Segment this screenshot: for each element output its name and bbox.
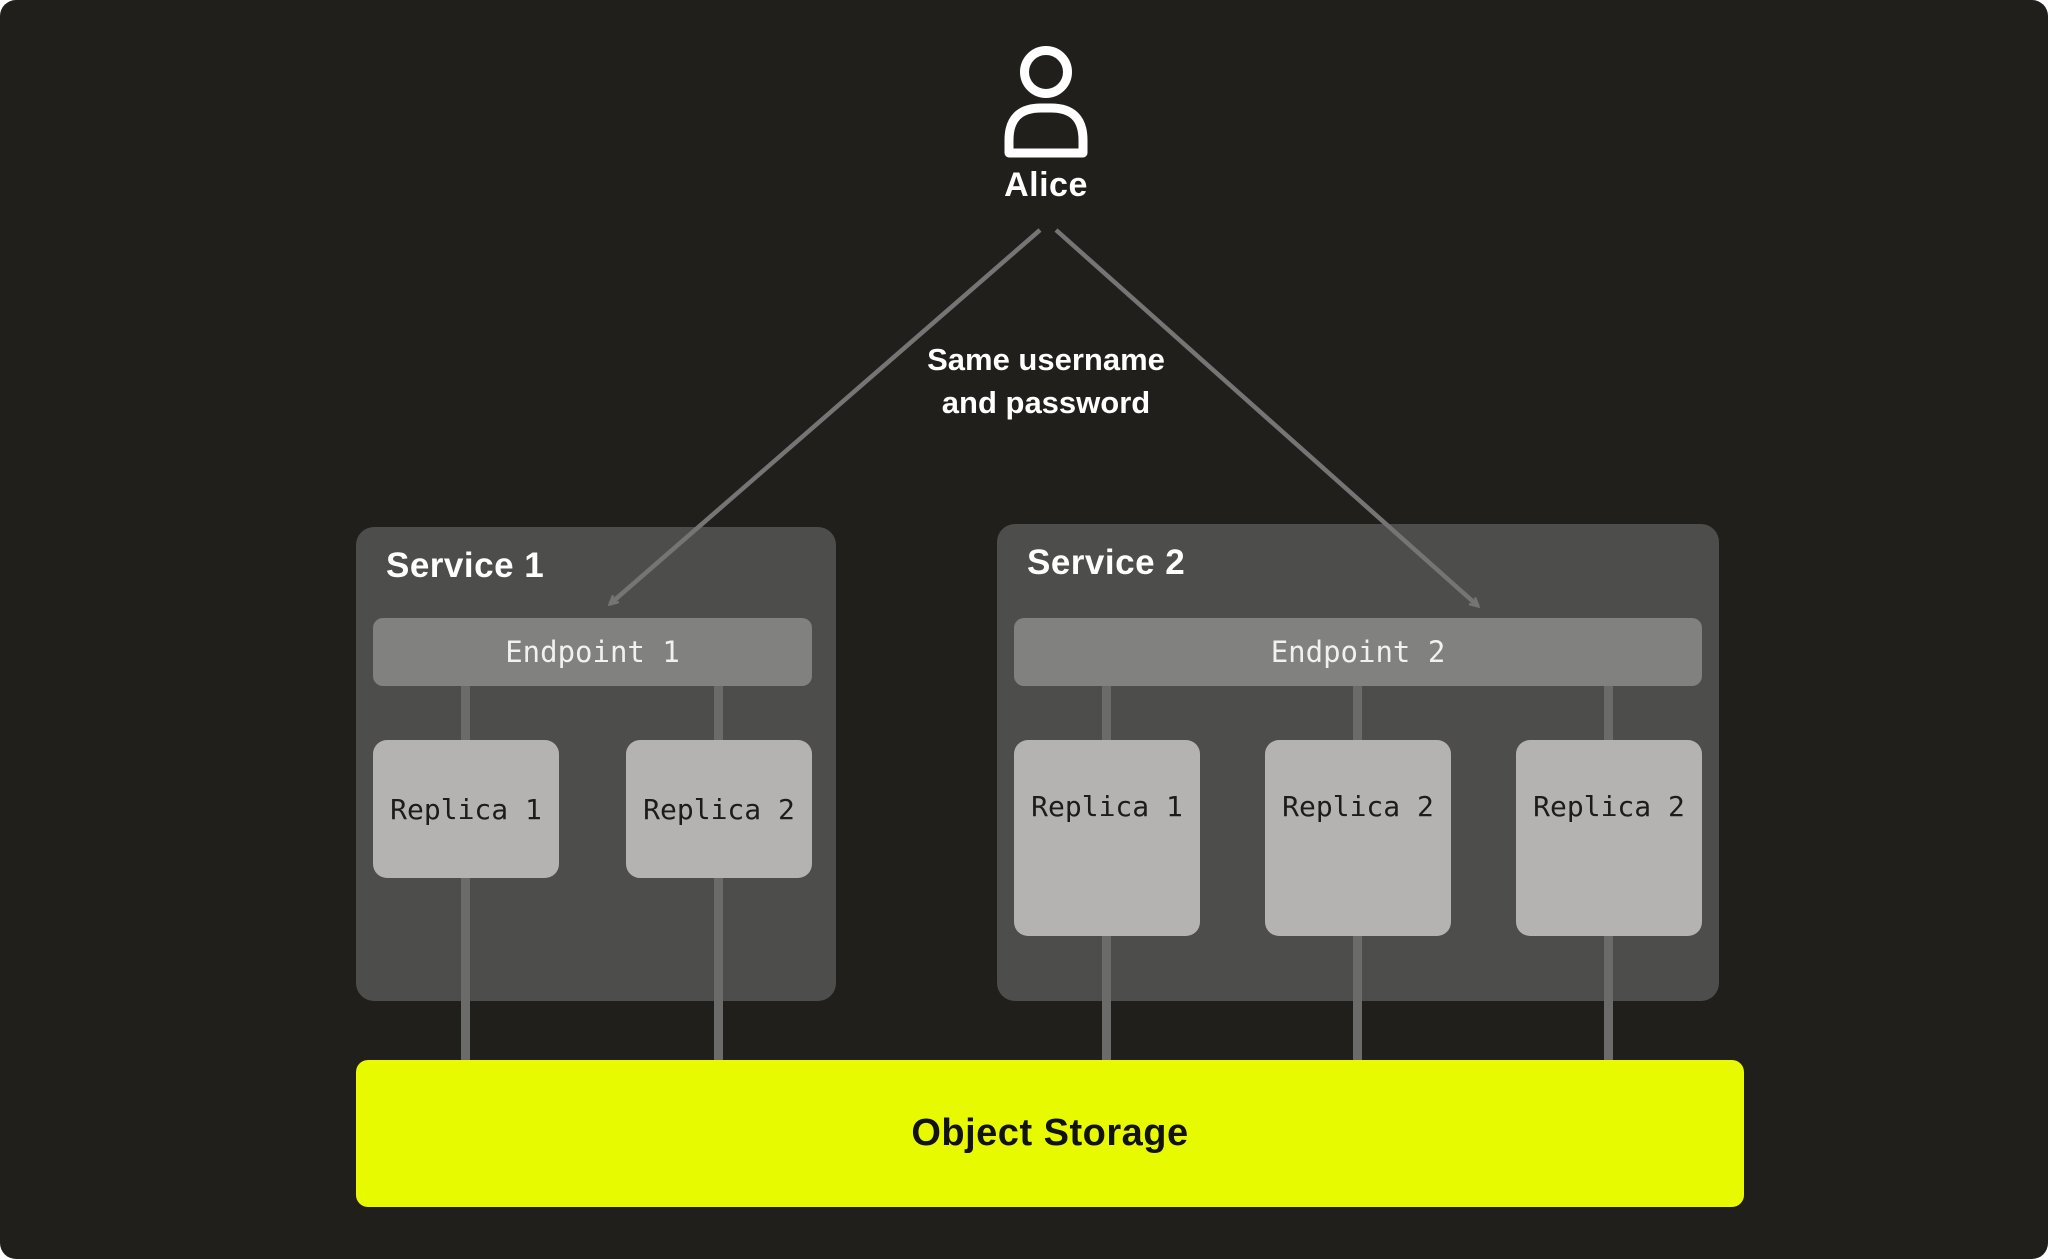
service-1-replica-1-label: Replica 1 (390, 792, 542, 826)
object-storage-label: Object Storage (911, 1112, 1189, 1154)
service-2-replica-1: Replica 1 (1014, 740, 1200, 936)
service-2-replica-2: Replica 2 (1265, 740, 1451, 936)
endpoint-1: Endpoint 1 (373, 618, 812, 686)
object-storage-bar: Object Storage (356, 1060, 1744, 1207)
endpoint-1-label: Endpoint 1 (505, 635, 680, 669)
endpoint-2-label: Endpoint 2 (1270, 635, 1446, 669)
service-1-replica-1: Replica 1 (373, 740, 559, 878)
service-2-replica-2-label: Replica 2 (1282, 790, 1434, 823)
service-2-replica-1-label: Replica 1 (1031, 790, 1183, 823)
service-1-replica-2-label: Replica 2 (643, 792, 795, 826)
credentials-annotation: Same username and password (846, 338, 1246, 424)
service-2-replica-3: Replica 2 (1516, 740, 1702, 936)
service-1-title: Service 1 (386, 546, 545, 585)
service-2-title: Service 2 (1027, 543, 1186, 582)
person-icon (1004, 46, 1088, 158)
user-label: Alice (1004, 166, 1088, 204)
endpoint-2: Endpoint 2 (1014, 618, 1702, 686)
service-2-replica-3-label: Replica 2 (1533, 790, 1685, 823)
service-1-replica-2: Replica 2 (626, 740, 812, 878)
annotation-line-1: Same username (927, 342, 1165, 377)
annotation-line-2: and password (941, 385, 1151, 420)
